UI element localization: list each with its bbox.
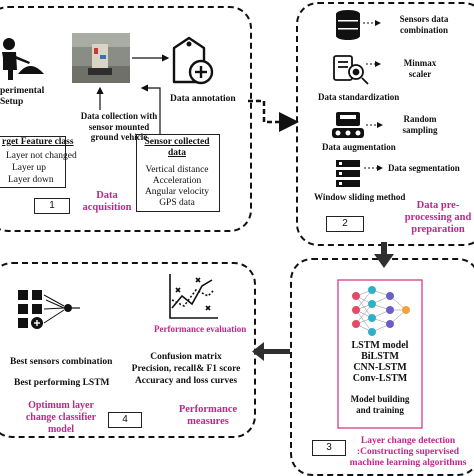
best-sensors-label: Best sensors combination [10,357,113,367]
standardization-gear-icon [333,55,369,85]
sensor-item-2: Angular velocity [144,187,210,197]
target-item-2: Layer down [8,175,54,185]
stage-1-frame [0,6,252,232]
stage-1-number: 1 [34,198,70,214]
neural-network-icon [355,289,407,333]
optimum-model-label: Optimum layer change classifier model [25,400,97,435]
sensor-item-1: Acceleration [152,176,202,186]
augmentation-machine-icon [332,112,364,138]
best-lstm-label: Best performing LSTM [14,378,110,388]
metric-item-0: Confusion matrix [150,352,222,362]
sensor-vehicle-photo [72,33,130,83]
lstm-frame [337,279,423,429]
performance-evaluation-label: Performance evaluation [154,324,247,334]
model-item-3: Conv-LSTM [352,373,408,384]
sensor-data-title: Sensor collected data [144,137,210,158]
model-item-0: LSTM model [351,340,409,351]
model-building-label: Model building and training [350,394,410,415]
sensor-data-box [136,134,220,212]
sensor-item-3: GPS data [159,198,195,208]
stage-4-number: 4 [108,412,142,428]
stage-2-number: 2 [326,216,364,232]
stage-4-label: Performance measures [178,404,238,427]
arrow-stage1-to-stage2 [248,99,299,132]
target-feature-title: rget Feature class [2,137,74,147]
model-item-2: CNN-LSTM [353,362,407,373]
target-feature-box [0,136,66,188]
stage-3-label: Layer change detection :Constructing sup… [349,436,467,468]
data-annotation-label: Data annotation [170,94,236,104]
target-item-1: Layer up [12,163,47,173]
arrow-stage2-to-stage3 [374,242,394,268]
sensors-combination-label: Sensors data combination [399,14,449,35]
database-icon [336,10,360,40]
window-sliding-icon [336,160,360,187]
sensor-fusion-icon [18,290,80,329]
experimental-setup-label: perimental Setup [0,86,45,107]
random-sampling-label: Random sampling [402,114,438,135]
standardization-label: Data standardization [318,92,400,102]
segmentation-label: Data segmentation [388,163,460,173]
window-sliding-label: Window sliding method [314,192,406,202]
worker-with-shovel-icon [2,38,44,80]
arrow-stage3-to-stage4 [252,342,290,361]
price-tag-plus-icon [172,36,214,85]
stage-1-label: Data acquisition [82,190,132,213]
stage-3-number: 3 [312,440,346,456]
minmax-label: Minmax scaler [403,58,437,79]
stage-2-label: Data pre-processing and preparation [404,200,472,235]
neural-network-nodes [352,286,410,336]
metric-item-1: Precision, recall& F1 score [131,364,241,374]
sensor-item-0: Vertical distance [145,165,209,175]
data-collection-label: Data collection with sensor mounted grou… [80,111,158,142]
performance-chart-icon [169,274,218,319]
model-item-1: BiLSTM [361,351,399,362]
target-item-0: Layer not changed [6,151,77,161]
metric-item-2: Accuracy and loss curves [134,376,238,386]
augmentation-label: Data augmentation [322,142,396,152]
